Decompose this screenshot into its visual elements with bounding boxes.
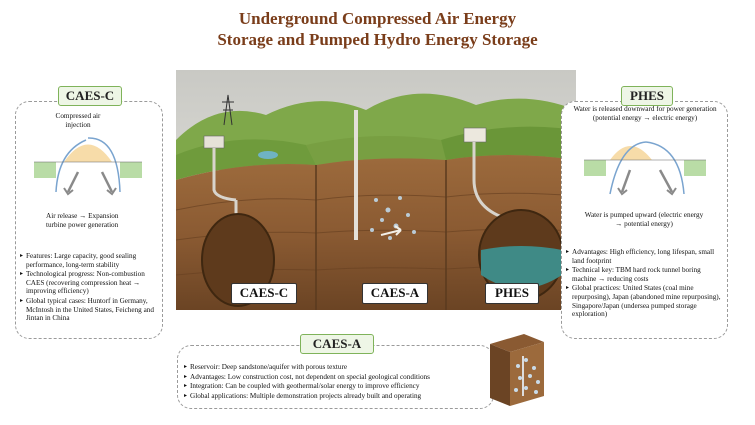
phes-cycle-diagram	[584, 141, 706, 196]
caes-c-feature-list: Features: Large capacity, good sealing p…	[20, 252, 160, 324]
caes-c-scene-label: CAES-C	[231, 283, 297, 304]
list-item: Technical key: TBM hard rock tunnel bori…	[566, 266, 724, 283]
aquifer-cube-illustration	[490, 334, 544, 406]
list-item: Global applications: Multiple demonstrat…	[184, 392, 490, 401]
caes-a-feature-list: Reservoir: Deep sandstone/aquifer with p…	[184, 363, 490, 401]
list-item: Reservoir: Deep sandstone/aquifer with p…	[184, 363, 490, 372]
list-item: Integration: Can be coupled with geother…	[184, 382, 490, 391]
phes-panel: Water is released downward for power gen…	[561, 101, 728, 339]
caes-a-panel: Reservoir: Deep sandstone/aquifer with p…	[177, 345, 494, 409]
title-line-1: Underground Compressed Air Energy	[238, 9, 517, 28]
underground-scene-illustration	[176, 70, 576, 310]
phes-scene-label: PHES	[485, 283, 539, 304]
caes-c-compressed-air-text: Compressed air injection	[55, 112, 101, 129]
phes-water-released-text: Water is released downward for power gen…	[573, 105, 717, 122]
list-item: Features: Large capacity, good sealing p…	[20, 252, 160, 269]
list-item: Advantages: High efficiency, long lifesp…	[566, 248, 724, 265]
phes-badge: PHES	[621, 86, 673, 106]
phes-water-pumped-text: Water is pumped upward (electric energy …	[584, 211, 704, 228]
list-item: Advantages: Low construction cost, not d…	[184, 373, 490, 382]
title-line-2: Storage and Pumped Hydro Energy Storage	[217, 30, 538, 49]
page-title: Underground Compressed Air Energy Storag…	[150, 8, 605, 50]
caes-c-panel: Compressed air injection Air release → E…	[15, 101, 163, 339]
caes-c-cycle-diagram	[34, 137, 142, 196]
list-item: Global typical cases: Huntorf in Germany…	[20, 297, 160, 323]
caes-a-badge: CAES-A	[300, 334, 374, 354]
caes-c-air-release-text: Air release → Expansion turbine power ge…	[46, 212, 119, 229]
list-item: Global practices: United States (coal mi…	[566, 284, 724, 318]
list-item: Technological progress: Non-combustion C…	[20, 270, 160, 296]
caes-a-scene-label: CAES-A	[362, 283, 428, 304]
phes-feature-list: Advantages: High efficiency, long lifesp…	[566, 248, 724, 320]
caes-c-badge: CAES-C	[58, 86, 122, 106]
